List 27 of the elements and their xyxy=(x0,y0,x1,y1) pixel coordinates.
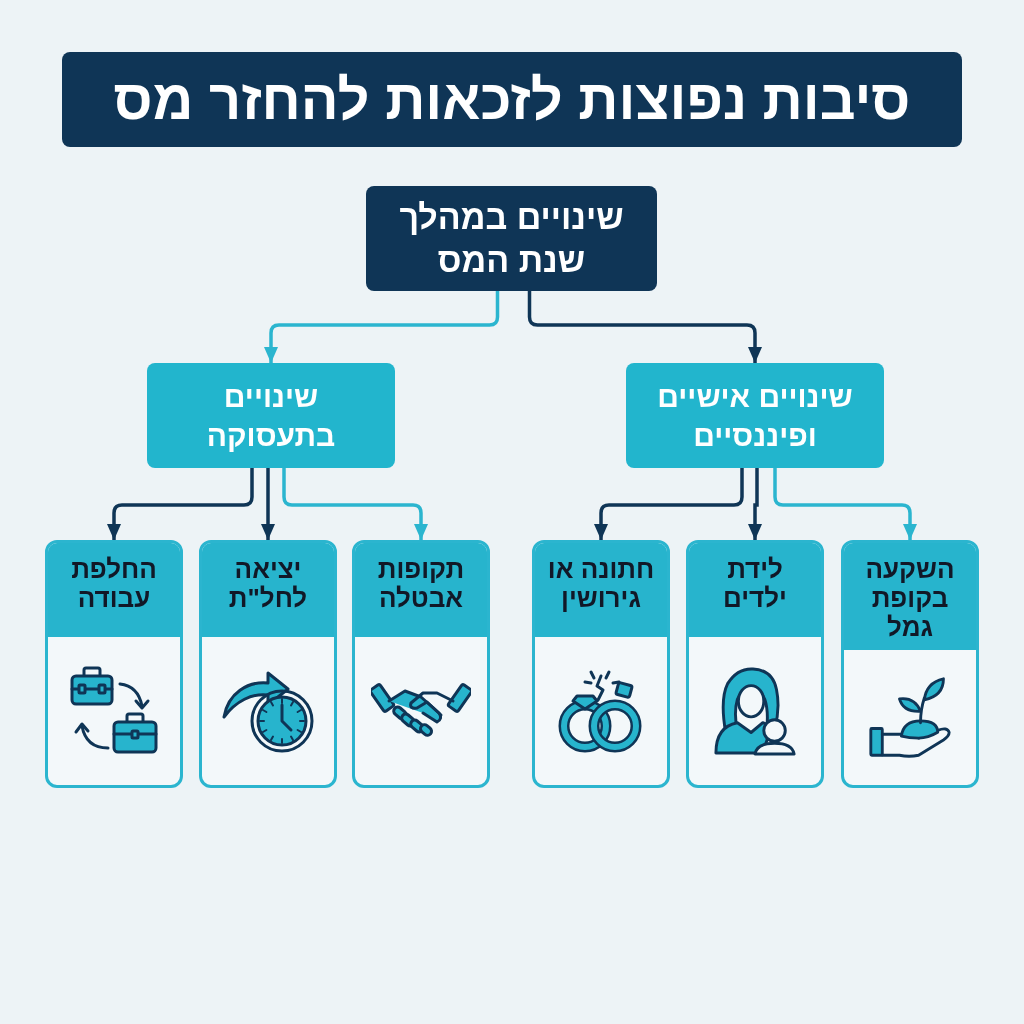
arrow xyxy=(748,468,762,540)
category-box xyxy=(626,363,884,468)
card-title: תקופות אבטלה xyxy=(376,555,466,614)
arrow xyxy=(594,468,744,540)
category-card xyxy=(352,540,490,788)
category-card xyxy=(45,540,183,788)
category-card xyxy=(686,540,824,788)
arrow xyxy=(282,468,428,540)
node-title: שינויים במהלך שנת המס xyxy=(398,197,625,281)
card-title: החלפת עבודה xyxy=(70,555,158,614)
title-banner: סיבות נפוצות לזכאות להחזר מס xyxy=(62,52,962,147)
card-title: חתונה או גירושין xyxy=(546,555,656,614)
category-card xyxy=(532,540,670,788)
arrow xyxy=(527,291,762,363)
category-card xyxy=(199,540,337,788)
card-title: לידת ילדים xyxy=(722,555,788,614)
node-title: שינויים בתעסוקה xyxy=(205,378,337,454)
card-title: יציאה לחל"ת xyxy=(227,555,309,614)
root-box xyxy=(366,186,657,291)
category-box xyxy=(147,363,395,468)
arrow xyxy=(107,468,254,540)
category-card xyxy=(841,540,979,788)
arrow xyxy=(264,291,500,363)
arrow xyxy=(261,468,275,540)
node-title: שינויים אישיים ופיננסיים xyxy=(656,378,854,454)
arrow xyxy=(773,468,917,540)
card-title: השקעה בקופת גמל xyxy=(864,555,956,643)
